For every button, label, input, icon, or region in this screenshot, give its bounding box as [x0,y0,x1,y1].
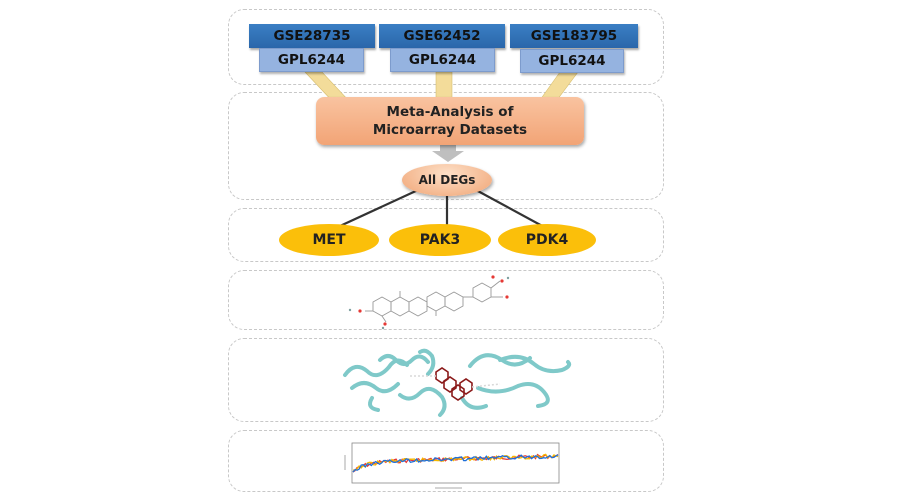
dataset-series-box: GSE62452 [379,24,505,48]
meta-analysis-box: Meta-Analysis of Microarray Datasets [316,97,584,145]
interaction-residues [410,375,501,388]
heteroatom-labels [348,275,510,330]
dataset-series-box: GSE183795 [510,24,638,48]
protein-ribbon [343,348,572,417]
gene-connectors [339,189,547,229]
md-traces [352,453,559,473]
rmsd-plot-icon [344,442,560,489]
dataset-platform-box: GPL6244 [259,48,364,72]
meta-analysis-title-line1: Meta-Analysis of [386,104,514,120]
meta-analysis-title-line2: Microarray Datasets [372,122,528,138]
chemical-structure-icon [365,280,503,323]
panel-compound-structure [228,270,664,330]
connector-met [339,189,419,227]
gene-node-met: MET [279,224,379,256]
all-degs-node: All DEGs [402,164,492,196]
plot-frame [351,442,560,484]
down-arrow-icon [432,145,464,162]
dataset-platform-box: GPL6244 [520,49,624,73]
md-trace-3 [352,454,559,473]
dataset-platform-box: GPL6244 [390,48,495,72]
connector-pdk4 [475,189,547,229]
protein-ligand-docking-icon [343,348,572,417]
gene-node-pak3: PAK3 [389,224,491,256]
dataset-series-box: GSE28735 [249,24,375,48]
gene-node-pdk4: PDK4 [498,224,596,256]
ligand-molecule [435,367,473,401]
